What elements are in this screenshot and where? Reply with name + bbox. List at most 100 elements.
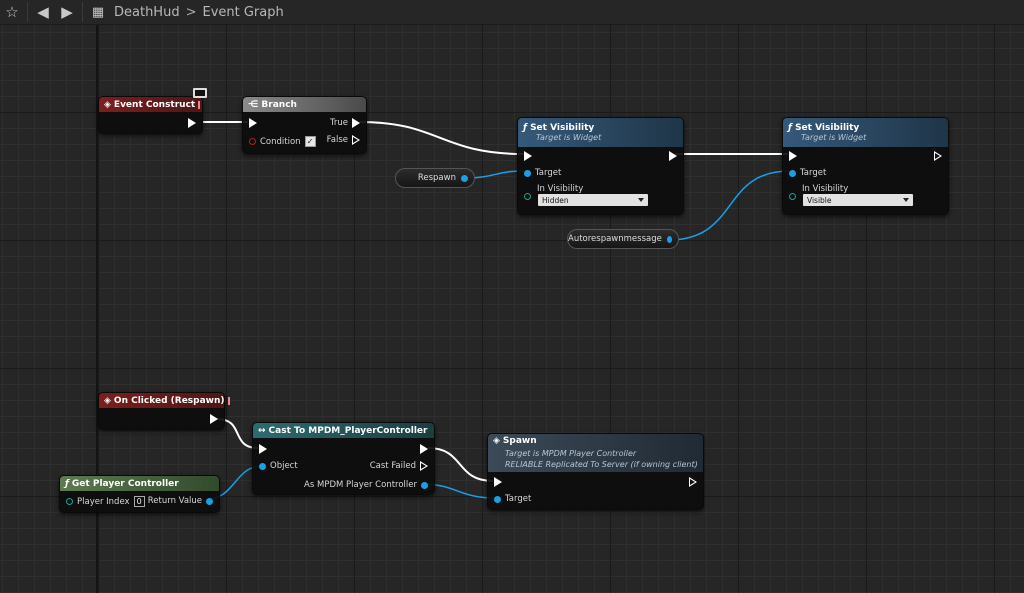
node-title: Spawn [502, 436, 537, 446]
monitor-icon [193, 88, 207, 98]
spawn-node[interactable]: ◈ Spawn Target is MPDM Player Controller… [487, 433, 704, 510]
player-index-input[interactable]: 0 [133, 496, 145, 507]
function-icon: ƒ [65, 478, 69, 489]
breadcrumb-separator: > [185, 4, 197, 20]
in-visibility-label: In Visibility [537, 184, 584, 194]
get-player-controller-node[interactable]: ƒ Get Player Controller Player Index 0 R… [59, 475, 220, 513]
delegate-pin[interactable] [227, 396, 230, 405]
cast-node[interactable]: ↔ Cast To MPDM_PlayerController Object C… [252, 422, 435, 495]
event-icon: ◈ [493, 436, 500, 446]
target-pin[interactable]: Target [494, 494, 531, 504]
in-visibility-pin[interactable] [524, 193, 531, 200]
star-icon[interactable]: ☆ [5, 3, 19, 21]
event-construct-node[interactable]: ◈ Event Construct [98, 96, 203, 134]
node-header: ◈ Spawn [488, 434, 703, 448]
player-index-label: Player Index [77, 496, 130, 507]
target-pin[interactable]: Target [524, 168, 561, 178]
function-icon: ƒ [788, 123, 792, 133]
node-subtitle: Target is Widget [536, 133, 602, 142]
exec-in-pin[interactable] [524, 151, 532, 161]
arrow-right-icon[interactable]: ▶ [61, 3, 73, 21]
visibility-dropdown[interactable]: Visible [803, 194, 913, 206]
exec-out-pin[interactable] [689, 477, 697, 487]
node-title: Branch [261, 99, 297, 110]
target-label: Target [505, 494, 532, 504]
node-header: ↔ Cast To MPDM_PlayerController [253, 423, 434, 438]
wire-autorespawn-target [667, 170, 791, 241]
player-index-pin[interactable]: Player Index 0 [66, 496, 145, 507]
exec-out-pin[interactable] [420, 444, 428, 454]
respawn-variable-node[interactable]: Respawn [395, 168, 475, 188]
target-label: Target [535, 168, 562, 178]
as-controller-label: As MPDM Player Controller [304, 480, 417, 490]
node-subtitle: Target is Widget [801, 133, 867, 142]
node-header: ⋲ Branch [243, 97, 366, 112]
object-label: Object [270, 461, 298, 471]
condition-pin[interactable]: Condition ✓ [249, 136, 316, 147]
exec-in-pin[interactable] [249, 118, 257, 128]
cast-failed-label: Cast Failed [369, 461, 416, 471]
return-value-label: Return Value [147, 496, 202, 506]
variable-out-pin[interactable] [666, 235, 672, 243]
cast-failed-pin[interactable]: Cast Failed [370, 461, 428, 471]
toolbar-divider [82, 2, 83, 22]
variable-label: Respawn [417, 173, 456, 183]
true-label: True [329, 118, 348, 128]
false-pin[interactable]: False [327, 135, 360, 145]
target-label: Target [800, 168, 827, 178]
dropdown-value: Hidden [542, 195, 569, 205]
in-visibility-pin[interactable] [789, 193, 796, 200]
node-header: ◈ Event Construct [99, 97, 202, 112]
blueprint-icon: ▦ [91, 4, 105, 20]
visibility-dropdown[interactable]: Hidden [538, 194, 648, 206]
node-title: On Clicked (Respawn) [113, 395, 225, 406]
exec-out-pin[interactable] [934, 151, 942, 161]
autorespawnmessage-variable-node[interactable]: Autorespawnmessage [567, 229, 679, 249]
arrow-left-icon[interactable]: ◀ [37, 3, 49, 21]
exec-in-pin[interactable] [789, 151, 797, 161]
condition-pin-icon [249, 138, 256, 145]
node-title: Event Construct [113, 99, 196, 110]
spawn-subheader: Target is MPDM Player Controller RELIABL… [488, 448, 703, 472]
exec-in-pin[interactable] [494, 477, 502, 487]
condition-checkbox[interactable]: ✓ [304, 136, 316, 147]
function-icon: ƒ [523, 123, 527, 133]
condition-label: Condition [260, 136, 301, 147]
exec-in-pin[interactable] [259, 444, 267, 454]
variable-out-pin[interactable] [461, 174, 468, 182]
set-visibility-node-2[interactable]: ƒ Set Visibility Target is Widget Target… [782, 117, 949, 215]
chevron-down-icon [903, 198, 909, 202]
breadcrumb-blueprint[interactable]: DeathHud [114, 4, 180, 20]
as-controller-pin[interactable]: As MPDM Player Controller [304, 480, 428, 490]
chevron-down-icon [638, 198, 644, 202]
node-header: ƒ Get Player Controller [60, 476, 219, 491]
event-icon: ◈ [104, 99, 111, 110]
in-visibility-label: In Visibility [802, 184, 849, 194]
wire-branch-true-setvis1 [359, 121, 525, 155]
node-title: Get Player Controller [71, 478, 179, 489]
dropdown-value: Visible [807, 195, 832, 205]
node-title: Set Visibility [795, 123, 860, 133]
variable-label: Autorespawnmessage [568, 234, 662, 244]
delegate-pin[interactable] [198, 100, 201, 109]
on-clicked-node[interactable]: ◈ On Clicked (Respawn) [98, 392, 230, 430]
return-value-pin[interactable]: Return Value [148, 496, 213, 506]
true-pin[interactable]: True [330, 118, 360, 128]
set-visibility-node-1[interactable]: ƒ Set Visibility Target is Widget Target… [517, 117, 684, 215]
exec-out-pin[interactable] [188, 118, 196, 128]
object-pin[interactable]: Object [259, 461, 298, 471]
branch-node[interactable]: ⋲ Branch True Condition ✓ False [242, 96, 367, 154]
event-icon: ◈ [104, 395, 111, 406]
wire-cast-spawn [427, 447, 494, 482]
breadcrumb-graph[interactable]: Event Graph [202, 4, 284, 20]
exec-out-pin[interactable] [210, 414, 218, 424]
node-title: Set Visibility [530, 123, 595, 133]
branch-icon: ⋲ [248, 99, 259, 110]
target-pin[interactable]: Target [789, 168, 826, 178]
graph-origin-line [96, 24, 98, 593]
node-header: ƒ Set Visibility Target is Widget [783, 118, 948, 147]
exec-out-pin[interactable] [669, 151, 677, 161]
false-label: False [326, 135, 348, 145]
toolbar-divider [27, 2, 28, 22]
node-header: ◈ On Clicked (Respawn) [99, 393, 230, 408]
